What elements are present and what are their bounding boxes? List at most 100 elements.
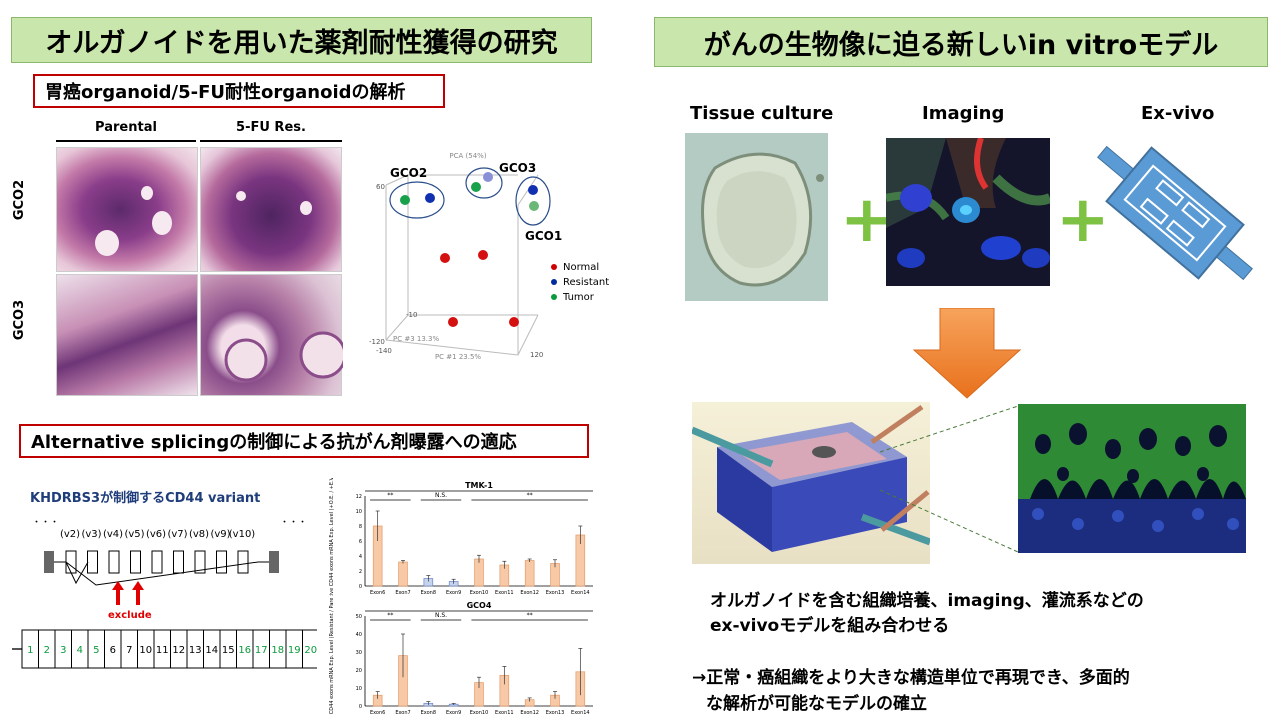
x-tick-label: Exon6	[370, 710, 385, 716]
x-tick-label: Exon11	[495, 590, 514, 596]
exclude-arrow-left	[112, 581, 124, 605]
imaging-image	[886, 138, 1050, 286]
bar	[524, 560, 535, 587]
significance-label: **	[527, 612, 533, 619]
pca-point-resistant	[528, 185, 538, 195]
pca-tick-m140: -140	[376, 347, 392, 355]
he-image-gco2-parental	[56, 147, 198, 394]
variant-label: (v9)	[210, 529, 230, 540]
exon-number: 13	[189, 645, 202, 656]
bar-chart-tmk1: TMK-1 Relative CD44 exons mRNA Exp. Level…	[329, 478, 593, 596]
x-tick-label: Exon9	[446, 590, 461, 596]
pca-point-resistant	[483, 172, 493, 182]
row-gco3-label: GCO3	[12, 299, 27, 341]
pca-point-normal	[478, 250, 488, 260]
x-tick-label: Exon10	[470, 710, 489, 716]
x-tick-label: Exon8	[421, 710, 436, 716]
he-image-gco3-resistant	[200, 274, 347, 396]
exon-number: 3	[60, 645, 66, 656]
y-tick-label: 6	[359, 539, 362, 545]
y-tick-label: 20	[356, 668, 362, 674]
x-tick-label: Exon14	[571, 590, 590, 596]
exon-number: 7	[126, 645, 132, 656]
significance-label: **	[527, 492, 533, 499]
pca-axis-top: PCA (54%)	[449, 152, 486, 160]
x-tick-label: Exon13	[546, 590, 565, 596]
gco1-cluster	[515, 176, 551, 226]
pca-point-resistant	[425, 193, 435, 203]
pca-tick-m120: -120	[369, 338, 385, 346]
x-tick-label: Exon7	[395, 710, 410, 716]
pca-legend: Normal Resistant Tumor	[551, 262, 609, 303]
exon-number: 15	[222, 645, 235, 656]
label-tissue-culture: Tissue culture	[690, 103, 834, 124]
exon-right-block	[269, 551, 279, 573]
exon-number: 4	[77, 645, 83, 656]
ellipsis-left: ・・・	[32, 518, 59, 528]
summary-text-line1: オルガノイドを含む組織培養、imaging、灌流系などの	[710, 591, 1144, 611]
col-parental-rule	[56, 140, 196, 142]
y-tick-label: 12	[356, 494, 362, 500]
gene-label: KHDRBS3が制御するCD44 variant	[30, 491, 261, 506]
x-tick-label: Exon12	[520, 590, 539, 596]
section2-title: Alternative splicingの制御による抗がん剤曝露への適応	[19, 424, 589, 458]
variant-label: (v10)	[229, 529, 256, 540]
pca-label-gco3: GCO3	[499, 161, 536, 175]
variant-exon	[151, 550, 163, 574]
exon-number: 19	[288, 645, 301, 656]
pca-tick-120: 120	[530, 351, 543, 359]
legend-normal-swatch	[551, 264, 557, 270]
x-tick-label: Exon13	[546, 710, 565, 716]
pca-point-normal	[440, 253, 450, 263]
exon-number: 16	[238, 645, 251, 656]
pca-plot: PCA (54%) PC #1 23.5% PC #3 13.3% 60 120…	[369, 152, 609, 361]
pca-point-tumor	[529, 201, 539, 211]
he-image-gco3-parental	[56, 274, 198, 396]
right-title: がんの生物像に迫る新しいin vitroモデル	[654, 17, 1268, 67]
exon-cell	[302, 629, 317, 669]
pca-label-gco1: GCO1	[525, 229, 562, 243]
he-image-gco2-resistant	[200, 147, 342, 272]
gco2-cluster	[389, 181, 445, 219]
pca-point-normal	[448, 317, 458, 327]
exon-number: 11	[156, 645, 169, 656]
perfusion-chamber-image	[692, 402, 930, 564]
variant-label: (v6)	[146, 529, 166, 540]
col-res-label: 5-FU Res.	[236, 120, 306, 135]
variant-label: (v3)	[81, 529, 101, 540]
exon-number: 5	[93, 645, 99, 656]
pca-axis-bottom: PC #1 23.5%	[435, 353, 481, 361]
exon-number: 18	[271, 645, 284, 656]
y-tick-label: 2	[359, 569, 362, 575]
variant-label: (v5)	[124, 529, 144, 540]
y-tick-label: 40	[356, 632, 362, 638]
label-imaging: Imaging	[922, 103, 1005, 124]
y-tick-label: 4	[359, 554, 362, 560]
y-tick-label: 50	[356, 614, 362, 620]
exon-number: 1	[27, 645, 33, 656]
variant-exon	[237, 550, 249, 574]
splicing-diagram: ・・・ ・・・ (v2)(v3)(v4)(v5)(v6)(v7)(v8)(v9)…	[32, 518, 307, 621]
significance-label: N.S.	[435, 612, 447, 619]
chart-title: TMK-1	[465, 481, 493, 490]
y-tick-label: 30	[356, 650, 362, 656]
x-tick-label: Exon6	[370, 590, 385, 596]
col-parental-label: Parental	[95, 120, 157, 135]
exon-number: 17	[255, 645, 268, 656]
y-tick-label: 0	[359, 584, 362, 590]
variant-label: (v7)	[167, 529, 187, 540]
variant-label: (v4)	[103, 529, 123, 540]
variant-exon	[87, 550, 98, 574]
variant-label: (v8)	[189, 529, 209, 540]
down-arrow-icon	[912, 308, 1022, 399]
y-tick-label: 8	[359, 524, 362, 530]
left-title: オルガノイドを用いた薬剤耐性獲得の研究	[11, 17, 592, 63]
row-gco2-label: GCO2	[12, 179, 27, 221]
y-axis-label: Relative CD44 exons mRNA Exp. Level (+O.…	[329, 478, 335, 596]
legend-tumor-swatch	[551, 294, 557, 300]
pca-label-gco2: GCO2	[390, 166, 427, 180]
pca-axis-depth: PC #3 13.3%	[393, 335, 439, 343]
x-tick-label: Exon7	[395, 590, 410, 596]
